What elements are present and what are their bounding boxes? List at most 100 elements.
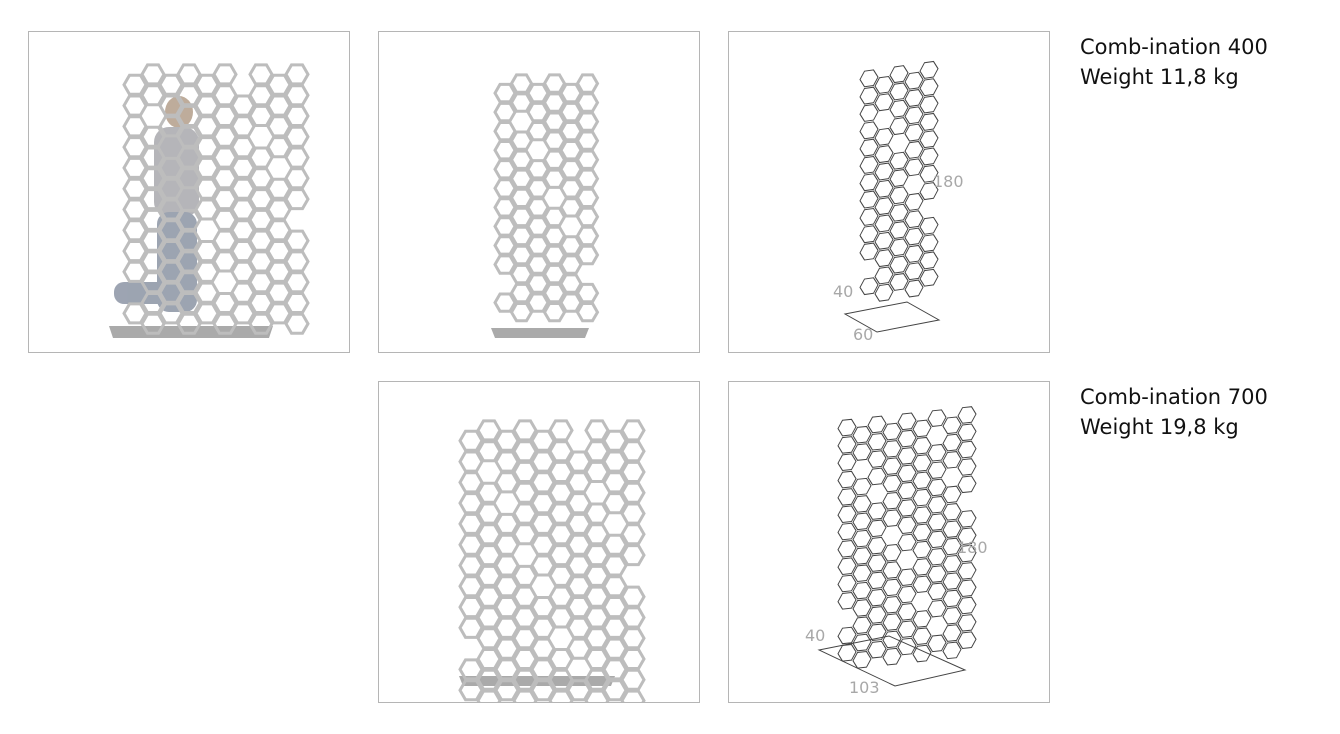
hex-cell (230, 240, 256, 263)
hex-cell (882, 491, 902, 510)
hex-cell (927, 634, 947, 653)
hex-cell (284, 188, 310, 211)
hex-cell (897, 481, 917, 500)
hex-cell (584, 648, 610, 670)
hex-cell (212, 229, 238, 252)
hex-cell (602, 575, 628, 598)
hex-cell (493, 178, 517, 199)
product-drawing-700: 180 40 103 (728, 381, 1050, 703)
hex-cell (867, 415, 887, 434)
hex-cell (512, 481, 538, 504)
hex-cell (212, 250, 238, 273)
hex-cell (494, 637, 520, 660)
hex-screen-photo (109, 63, 310, 338)
hex-cell (620, 689, 646, 702)
hex-cell (122, 260, 148, 283)
hex-cell (176, 312, 202, 335)
base-plate (817, 635, 967, 687)
hex-cell (874, 179, 894, 198)
hex-cell (889, 221, 909, 239)
hex-cell (509, 302, 534, 323)
hex-cell (476, 648, 502, 670)
hex-cell (889, 82, 909, 101)
hex-cell (566, 554, 592, 577)
hex-cell (526, 235, 550, 256)
hex-cell (852, 512, 872, 531)
hex-cell (859, 225, 879, 244)
hex-cell (212, 208, 238, 231)
hex-cell (889, 273, 909, 291)
hex-cell (620, 544, 646, 567)
hex-cell (140, 292, 166, 314)
hex-cell (602, 533, 628, 556)
hex-cell (248, 146, 274, 169)
hex-cell (927, 409, 947, 427)
hex-cell (176, 63, 202, 86)
hex-cell (859, 86, 879, 105)
hex-cell (837, 488, 857, 506)
hex-screen-photo (458, 419, 646, 702)
hex-cell (284, 312, 310, 335)
hex-cell (919, 147, 939, 166)
hex-cell (919, 164, 939, 183)
dim-depth: 40 (805, 626, 826, 645)
hex-cell (512, 502, 538, 525)
hex-cell (212, 146, 238, 169)
hex-cell (140, 63, 166, 86)
hex-cell (548, 564, 574, 587)
hex-cell (859, 207, 879, 226)
hex-cell (458, 450, 484, 473)
hex-cell (927, 461, 947, 479)
hex-cell (584, 419, 610, 442)
hex-cell (176, 104, 202, 127)
hex-cell (837, 453, 857, 472)
hex-cell (509, 92, 534, 113)
hex-cell (284, 84, 310, 107)
hex-cell (874, 214, 894, 233)
hex-cell (194, 177, 220, 200)
hex-cell (458, 429, 484, 452)
hex-cell (575, 302, 600, 323)
hex-cell (530, 596, 556, 619)
hex-cell (837, 505, 857, 524)
hex-cell (266, 302, 292, 325)
hex-cell (194, 281, 220, 304)
hex-cell (176, 229, 202, 252)
hex-cell (494, 616, 520, 639)
hex-cell (882, 595, 902, 614)
hex-cell (927, 443, 947, 462)
hex-cell (575, 225, 600, 247)
hex-cell (584, 668, 610, 691)
hex-cell (248, 292, 274, 314)
hex-cell (512, 440, 538, 463)
hex-cell (889, 99, 909, 118)
hex-cell (266, 281, 292, 304)
hex-cell (476, 606, 502, 629)
hex-cell (912, 540, 932, 559)
hex-cell (559, 121, 583, 142)
hex-cell (158, 219, 184, 242)
hex-cell (548, 523, 574, 546)
hex-cell (874, 93, 894, 112)
hex-cell (559, 140, 583, 161)
hex-cell (266, 94, 292, 117)
hex-cell (957, 475, 977, 494)
hex-cell (140, 146, 166, 169)
hex-cell (458, 554, 484, 577)
hex-cell (194, 136, 220, 159)
hex-cell (542, 73, 567, 94)
hex-cell (158, 198, 184, 221)
hex-cell (122, 198, 148, 221)
hex-cell (248, 63, 274, 86)
hex-cell (494, 512, 520, 535)
hex-cell (493, 197, 517, 218)
hex-cell (912, 506, 932, 524)
hex-cell (493, 101, 517, 123)
hex-cell (512, 585, 538, 608)
hex-cell (248, 188, 274, 211)
hex-cell (897, 464, 917, 483)
hex-cell (530, 616, 556, 639)
hex-cell (509, 244, 534, 266)
hex-cell (620, 585, 646, 608)
hex-cell (867, 432, 887, 451)
